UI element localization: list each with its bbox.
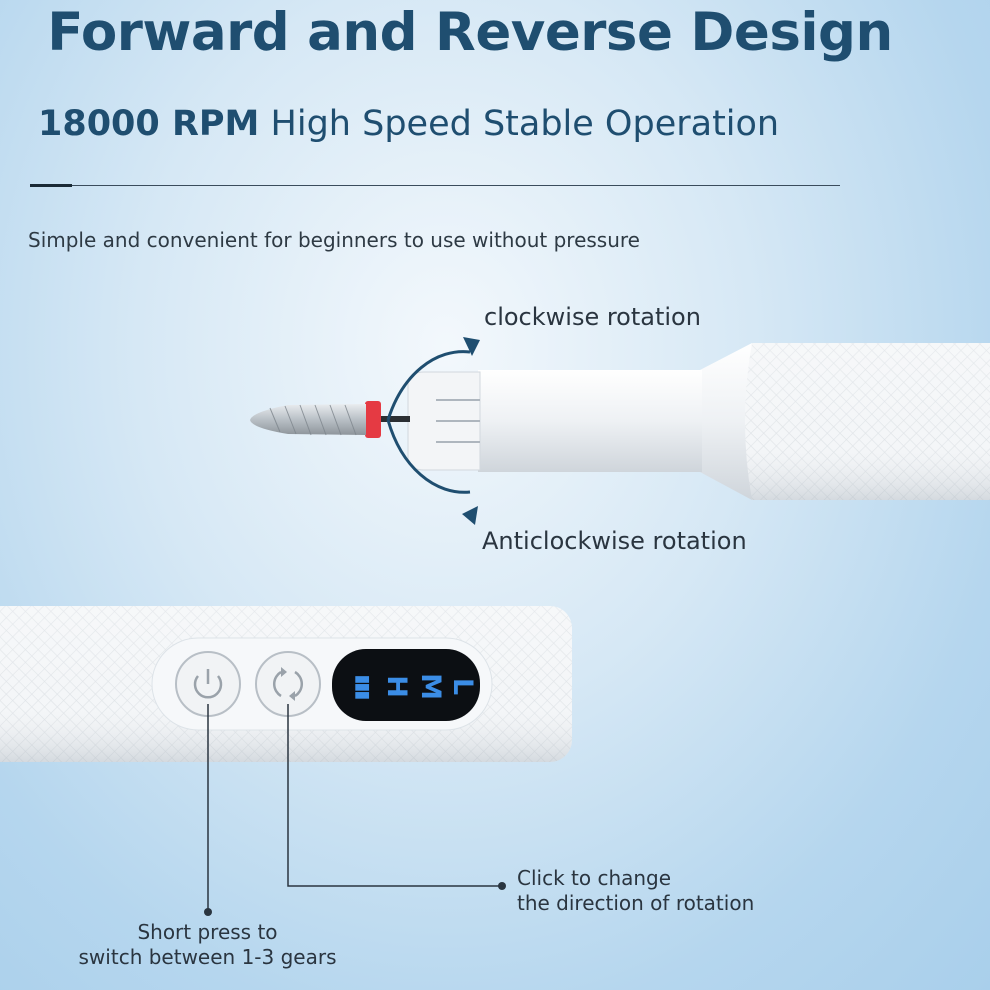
display-level-l: L <box>446 677 478 695</box>
direction-button[interactable] <box>255 651 321 717</box>
display-level-m: M <box>414 672 446 700</box>
subtitle-rest: High Speed Stable Operation <box>270 104 780 144</box>
cw-arrowhead <box>463 337 480 356</box>
divider-accent <box>30 184 72 187</box>
subtitle-rpm: 18000 RPM <box>38 104 260 144</box>
subtitle: 18000 RPM High Speed Stable Operation <box>38 104 779 144</box>
page-title: Forward and Reverse Design <box>47 2 893 63</box>
power-icon <box>193 675 223 699</box>
acw-arrowhead <box>462 506 478 525</box>
direction-note-line2: the direction of rotation <box>517 891 755 915</box>
gear-note-line1: Short press to <box>137 920 278 944</box>
gear-note: Short press to switch between 1-3 gears <box>0 920 415 970</box>
reverse-icon <box>272 670 304 698</box>
direction-note: Click to change the direction of rotatio… <box>517 866 754 916</box>
rotation-arrow-icon <box>386 350 471 494</box>
tagline: Simple and convenient for beginners to u… <box>28 228 640 252</box>
speed-display <box>332 649 480 721</box>
direction-note-line1: Click to change <box>517 866 672 890</box>
battery-icon: ▮▮▮ <box>352 674 374 698</box>
callout-lines <box>207 704 500 910</box>
display-level-h: H <box>380 674 412 698</box>
gear-note-line2: switch between 1-3 gears <box>78 945 337 969</box>
divider <box>30 185 840 186</box>
red-collar <box>365 401 381 438</box>
clockwise-label: clockwise rotation <box>484 303 701 331</box>
anticlockwise-label: Anticlockwise rotation <box>482 527 747 555</box>
display-readout: ▮▮▮ H M L <box>346 664 478 708</box>
pen-top <box>250 343 990 500</box>
